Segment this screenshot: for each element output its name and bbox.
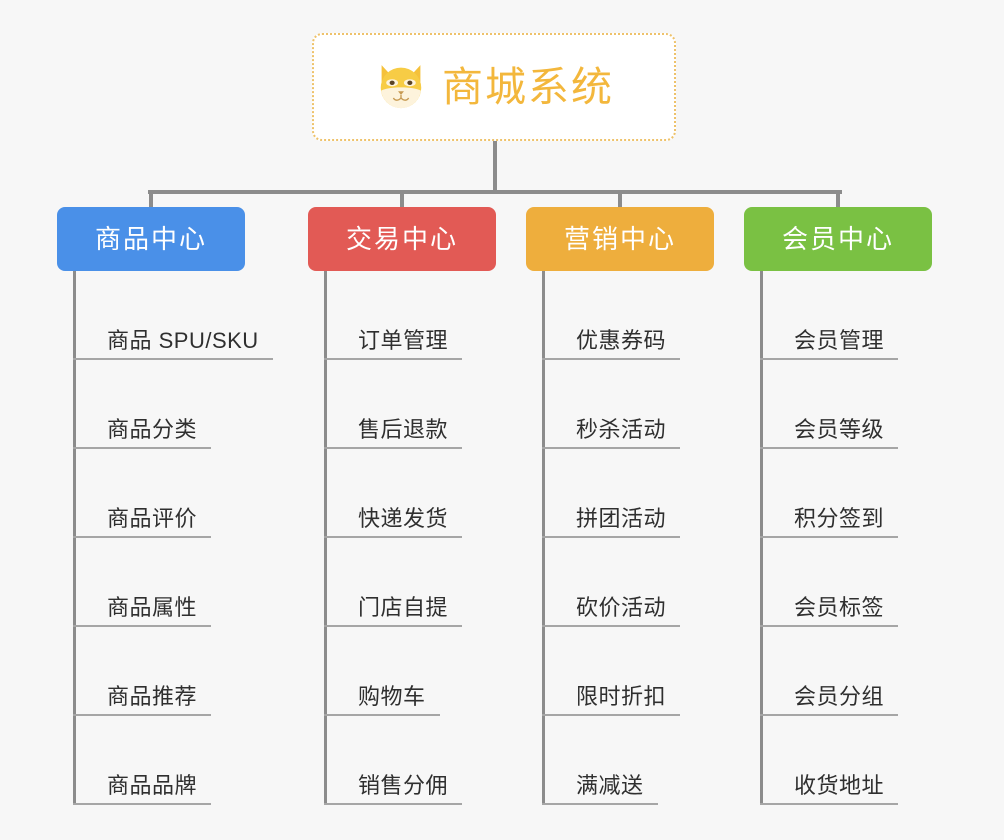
leaf-spine (760, 271, 763, 805)
leaf-item-rule: 快递发货 (324, 505, 463, 538)
connector-drop-4 (836, 190, 840, 207)
leaf-item-rule: 商品分类 (73, 416, 212, 449)
leaf-item-rule: 收货地址 (760, 772, 899, 805)
leaf-item-label: 积分签到 (794, 505, 885, 531)
leaf-item-label: 限时折扣 (576, 683, 667, 709)
leaf-item-label: 销售分佣 (358, 772, 449, 798)
leaf-item-rule: 订单管理 (324, 327, 463, 360)
leaf-item-rule: 会员管理 (760, 327, 899, 360)
leaf-spine (324, 271, 327, 805)
leaf-item-label: 会员分组 (794, 683, 885, 709)
connector-horizontal-bus (148, 190, 842, 194)
leaf-item-label: 商品分类 (107, 416, 198, 442)
leaf-item[interactable]: 商品推荐 (73, 627, 212, 716)
leaf-item[interactable]: 积分签到 (760, 449, 899, 538)
leaf-item-rule: 会员标签 (760, 594, 899, 627)
leaf-item[interactable]: 砍价活动 (542, 538, 681, 627)
leaf-item-rule: 优惠券码 (542, 327, 681, 360)
leaf-item-rule: 商品品牌 (73, 772, 212, 805)
leaf-item[interactable]: 优惠券码 (542, 271, 681, 360)
root-node[interactable]: 商城系统 (312, 33, 676, 141)
leaf-item-label: 商品评价 (107, 505, 198, 531)
leaf-item-label: 会员标签 (794, 594, 885, 620)
leaf-item-label: 门店自提 (358, 594, 449, 620)
leaf-item[interactable]: 会员管理 (760, 271, 899, 360)
leaf-item[interactable]: 会员分组 (760, 627, 899, 716)
leaf-item-rule: 售后退款 (324, 416, 463, 449)
leaf-item-rule: 拼团活动 (542, 505, 681, 538)
leaf-item-rule: 商品评价 (73, 505, 212, 538)
leaf-item-label: 商品 SPU/SKU (107, 327, 259, 353)
connector-drop-1 (149, 190, 153, 207)
leaf-item[interactable]: 会员标签 (760, 538, 899, 627)
category-label: 营销中心 (563, 224, 676, 254)
leaf-item[interactable]: 拼团活动 (542, 449, 681, 538)
leaf-item[interactable]: 商品评价 (73, 449, 212, 538)
leaf-item-label: 拼团活动 (576, 505, 667, 531)
leaf-item-rule: 购物车 (324, 684, 440, 716)
leaf-item-rule: 商品 SPU/SKU (73, 328, 273, 360)
category-box-2[interactable]: 交易中心 (308, 207, 496, 271)
leaf-item-label: 售后退款 (358, 416, 449, 442)
leaf-item-rule: 销售分佣 (324, 772, 463, 805)
category-box-1[interactable]: 商品中心 (57, 207, 245, 271)
leaf-item-rule: 砍价活动 (542, 594, 681, 627)
category-box-3[interactable]: 营销中心 (526, 207, 714, 271)
leaf-item-rule: 会员分组 (760, 683, 899, 716)
leaf-item-rule: 商品推荐 (73, 683, 212, 716)
leaf-item-label: 快递发货 (358, 505, 449, 531)
leaf-spine (73, 271, 76, 805)
category-label: 商品中心 (94, 224, 207, 254)
leaf-item-label: 优惠券码 (576, 327, 667, 353)
leaf-item-label: 商品推荐 (107, 683, 198, 709)
category-label: 会员中心 (781, 224, 894, 254)
leaf-item-label: 购物车 (358, 683, 426, 709)
category-box-4[interactable]: 会员中心 (744, 207, 932, 271)
leaf-item[interactable]: 门店自提 (324, 538, 463, 627)
category-label: 交易中心 (345, 224, 458, 254)
leaf-item-rule: 限时折扣 (542, 683, 681, 716)
leaf-item[interactable]: 订单管理 (324, 271, 463, 360)
leaf-item[interactable]: 会员等级 (760, 360, 899, 449)
connector-drop-3 (618, 190, 622, 207)
connector-root-stem (493, 141, 497, 191)
leaf-item[interactable]: 商品分类 (73, 360, 212, 449)
leaf-item[interactable]: 售后退款 (324, 360, 463, 449)
leaf-item-rule: 门店自提 (324, 594, 463, 627)
leaf-item-label: 收货地址 (794, 772, 885, 798)
leaf-item-rule: 会员等级 (760, 416, 899, 449)
leaf-item-label: 满减送 (576, 772, 644, 798)
root-title: 商城系统 (442, 63, 614, 110)
leaf-item[interactable]: 限时折扣 (542, 627, 681, 716)
shiba-dog-face-icon (380, 65, 422, 109)
leaf-item-label: 砍价活动 (576, 594, 667, 620)
leaf-item-label: 会员等级 (794, 416, 885, 442)
leaf-spine (542, 271, 545, 805)
leaf-item[interactable]: 秒杀活动 (542, 360, 681, 449)
leaf-item-label: 秒杀活动 (576, 416, 667, 442)
leaf-item-label: 商品品牌 (107, 772, 198, 798)
leaf-item-rule: 商品属性 (73, 594, 212, 627)
leaf-item-rule: 秒杀活动 (542, 416, 681, 449)
leaf-item[interactable]: 商品品牌 (73, 716, 212, 805)
leaf-item-label: 订单管理 (358, 327, 449, 353)
leaf-item[interactable]: 收货地址 (760, 716, 899, 805)
leaf-item[interactable]: 商品属性 (73, 538, 212, 627)
leaf-item[interactable]: 快递发货 (324, 449, 463, 538)
leaf-item-label: 会员管理 (794, 327, 885, 353)
leaf-item[interactable]: 销售分佣 (324, 716, 463, 805)
leaf-item[interactable]: 购物车 (324, 627, 440, 716)
connector-drop-2 (400, 190, 404, 207)
leaf-item[interactable]: 满减送 (542, 716, 658, 805)
leaf-item-rule: 积分签到 (760, 505, 899, 538)
leaf-item[interactable]: 商品 SPU/SKU (73, 271, 273, 360)
leaf-item-rule: 满减送 (542, 773, 658, 805)
leaf-item-label: 商品属性 (107, 594, 198, 620)
